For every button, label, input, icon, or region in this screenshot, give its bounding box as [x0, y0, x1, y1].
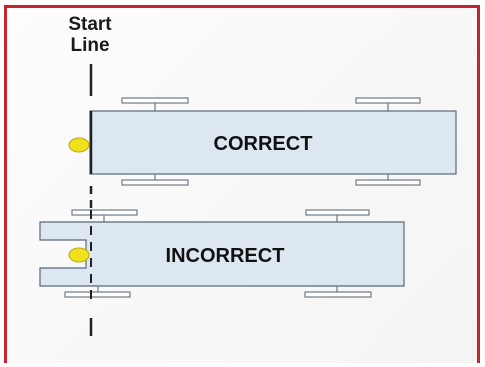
car-correct-label: CORRECT — [214, 133, 313, 155]
car-incorrect-wheel-top-left — [71, 209, 138, 222]
car-incorrect: INCORRECT — [39, 209, 405, 298]
car-incorrect-wheel-bottom-left — [64, 286, 131, 298]
car-incorrect-wheel-top-right — [305, 209, 370, 222]
car-correct: CORRECT — [68, 97, 457, 186]
car-correct-wheel-bottom-right — [355, 174, 421, 186]
car-correct-wheel-top-left — [121, 97, 189, 111]
car-correct-wheel-bottom-left — [121, 174, 189, 186]
car-incorrect-label: INCORRECT — [166, 245, 285, 267]
car-incorrect-wheel-bottom-right — [304, 286, 372, 298]
car-incorrect-body — [39, 221, 405, 287]
start-line-label-line2: Line — [70, 35, 110, 56]
start-line-label: Start Line — [62, 14, 118, 56]
car-correct-wheel-top-right — [355, 97, 421, 111]
start-line-label-line1: Start — [68, 14, 112, 35]
car-correct-headlight — [68, 137, 90, 153]
car-incorrect-headlight — [68, 247, 90, 263]
